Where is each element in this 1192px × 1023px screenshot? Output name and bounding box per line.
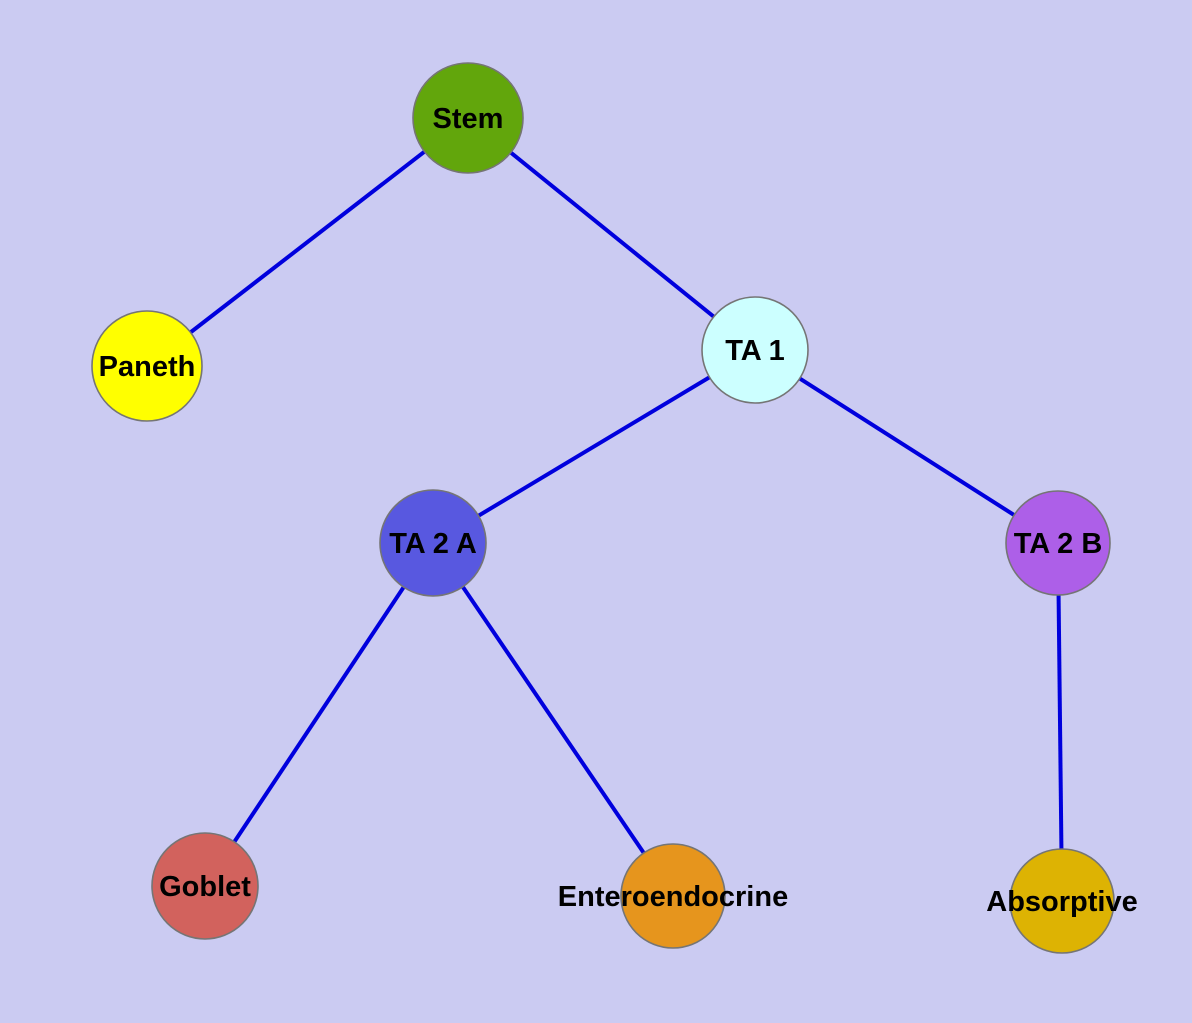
node-circle-ta2b [1005, 490, 1111, 596]
node-circle-paneth [91, 310, 203, 422]
node-circle-ta2a [379, 489, 487, 597]
node-circle-goblet [151, 832, 259, 940]
node-paneth: Paneth [91, 310, 203, 422]
node-circle-enteroendocrine [620, 843, 726, 949]
edge-ta2a-goblet [203, 541, 435, 888]
node-ta2a: TA 2 A [379, 489, 487, 597]
node-stem: Stem [412, 62, 524, 174]
node-ta1: TA 1 [701, 296, 809, 404]
edge-stem-paneth [145, 116, 470, 368]
node-ta2b: TA 2 B [1005, 490, 1111, 596]
node-goblet: Goblet [151, 832, 259, 940]
node-circle-ta1 [701, 296, 809, 404]
edge-ta1-ta2a [431, 348, 757, 545]
edge-ta1-ta2b [753, 348, 1060, 545]
node-circle-stem [412, 62, 524, 174]
node-circle-absorptive [1009, 848, 1115, 954]
edge-stem-ta1 [466, 116, 757, 352]
edge-ta2b-absorptive [1056, 542, 1064, 902]
edges-layer [145, 116, 1064, 902]
edge-ta2a-enteroendocrine [431, 541, 675, 898]
